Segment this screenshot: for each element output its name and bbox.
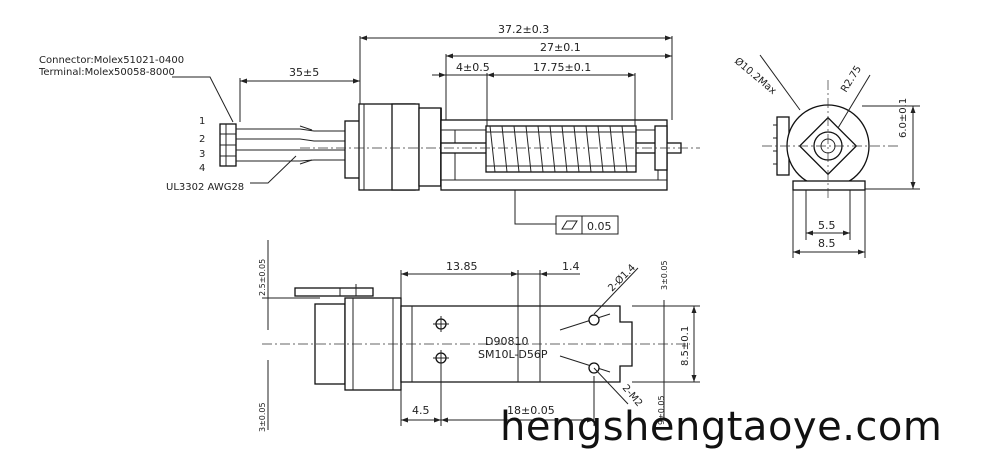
dim-inner: 5.5 bbox=[818, 219, 836, 232]
dim-width: 8.5±0.1 bbox=[680, 326, 691, 366]
dim-bottom-b: 18±0.05 bbox=[507, 404, 555, 417]
dim-thread-tol: 9±0.05 bbox=[657, 395, 666, 425]
wire-leader bbox=[250, 155, 297, 184]
dim-len-a: 13.85 bbox=[446, 260, 478, 273]
connector-note: Connector:Molex51021-0400 bbox=[39, 55, 184, 66]
wire-note: UL3302 AWG28 bbox=[166, 182, 244, 193]
ribbon-cable bbox=[236, 125, 345, 165]
dim-offset: 4±0.5 bbox=[456, 61, 490, 74]
terminal-note: Terminal:Molex50058-8000 bbox=[38, 67, 175, 78]
motor-flange bbox=[418, 107, 442, 187]
dim-radius: R2.75 bbox=[839, 64, 864, 95]
dim-outer: 8.5 bbox=[818, 237, 836, 250]
dim-overall: 37.2±0.3 bbox=[498, 23, 549, 36]
model-line-2: SM10L-D56P bbox=[478, 348, 548, 361]
pin-label-3: 3 bbox=[199, 149, 205, 160]
bottom-connector-tab bbox=[294, 287, 374, 297]
dim-height: 6.0±0.1 bbox=[898, 98, 909, 138]
top-view: Connector:Molex51021-0400 Terminal:Molex… bbox=[38, 23, 700, 235]
dim-left-top: 2.5±0.05 bbox=[258, 259, 267, 296]
flatness-symbol-box bbox=[555, 215, 583, 235]
pin-label-2: 2 bbox=[199, 134, 205, 145]
dim-len-b: 1.4 bbox=[562, 260, 580, 273]
dim-screw: 17.75±0.1 bbox=[533, 61, 591, 74]
pin-label-1: 1 bbox=[199, 116, 205, 127]
flatness-value: 0.05 bbox=[587, 220, 612, 233]
bottom-view: D90810 SM10L-D56P 13.85 1.4 2-Ø1.4 3±0.0… bbox=[258, 240, 700, 432]
connector-leader bbox=[172, 76, 234, 123]
dim-bottom-a: 4.5 bbox=[412, 404, 430, 417]
dim-hole-tol: 3±0.05 bbox=[660, 260, 669, 290]
dim-holes: 2-Ø1.4 bbox=[606, 262, 638, 294]
side-view: Ø10.2Max R2.75 6.0±0.1 5.5 8.5 bbox=[732, 54, 920, 258]
mount-hole-top bbox=[588, 314, 600, 326]
side-base bbox=[792, 180, 866, 191]
screw-nut bbox=[485, 125, 637, 173]
dia-leader bbox=[759, 54, 801, 111]
pin-label-4: 4 bbox=[199, 163, 205, 174]
model-line-1: D90810 bbox=[485, 335, 528, 348]
dim-dia-max: Ø10.2Max bbox=[732, 55, 779, 97]
dim-left-bottom: 3±0.05 bbox=[258, 402, 267, 432]
flatness-leader bbox=[514, 190, 556, 225]
dim-lead: 35±5 bbox=[289, 66, 319, 79]
watermark-text: hengshengtaoye.com bbox=[500, 404, 943, 450]
dim-rail: 27±0.1 bbox=[540, 41, 581, 54]
